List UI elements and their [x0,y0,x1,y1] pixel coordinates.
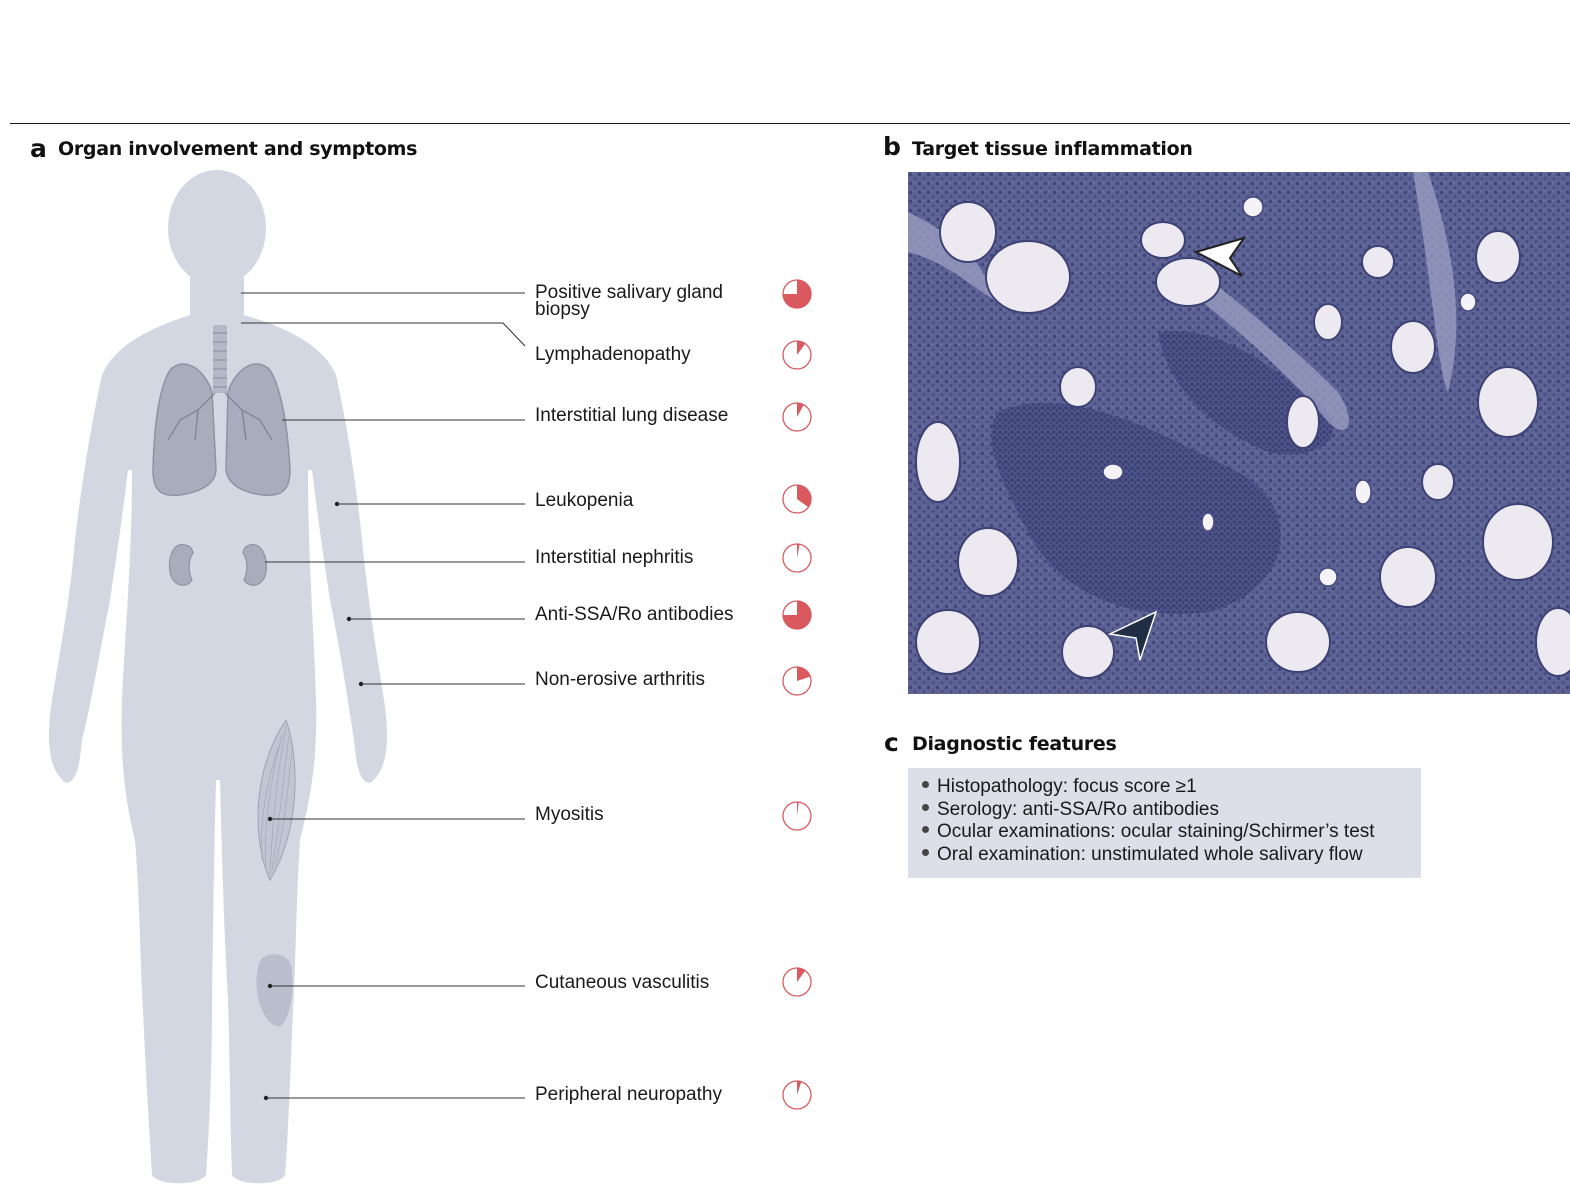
bronchi-illustration [167,392,273,441]
top-rule [10,123,1570,124]
panel-a-letter: a [30,134,47,163]
histology-micrograph [908,172,1570,694]
pie-wedge [797,485,812,508]
label-non-erosive-arthritis: Non-erosive arthritis [535,669,705,690]
pie-peripheral-neuropathy [782,1080,812,1110]
panel-b-letter: b [883,132,901,161]
label-lymphadenopathy: Lymphadenopathy [535,344,691,365]
label-interstitial-lung-disease: Interstitial lung disease [535,405,729,426]
pie-wedge [783,601,811,629]
bullet-icon [922,849,929,857]
pie-wedge [797,403,804,417]
pie-positive-salivary-gland-biopsy [782,279,812,309]
diagnostic-item: Ocular examinations: ocular staining/Sch… [922,821,1375,843]
diagnostic-features-box: Histopathology: focus score ≥1 Serology:… [908,768,1421,878]
panel-a-title: Organ involvement and symptoms [58,138,418,160]
diagnostic-item: Serology: anti-SSA/Ro antibodies [922,799,1219,821]
arrowhead-white-icon [1193,236,1247,277]
lungs-illustration [152,363,291,497]
trachea-illustration [213,325,227,393]
pie-cutaneous-vasculitis [782,967,812,997]
panel-b-title: Target tissue inflammation [912,138,1193,160]
panel-c-letter: c [884,728,899,757]
diagnostic-item: Oral examination: unstimulated whole sal… [922,844,1363,866]
diagnostic-item: Histopathology: focus score ≥1 [922,776,1197,798]
pie-leukopenia [782,484,812,514]
pie-wedge [797,667,811,681]
leader-lines [241,292,526,1099]
pie-interstitial-nephritis [782,543,812,573]
label-positive-salivary-gland-biopsy: Positive salivary gland biopsy [535,282,723,320]
label-peripheral-neuropathy: Peripheral neuropathy [535,1084,722,1105]
pie-interstitial-lung-disease [782,402,812,432]
bullet-icon [922,781,929,789]
arrowhead-dark-icon [1107,610,1158,661]
pie-myositis [782,801,812,831]
pie-wedge [783,280,811,308]
label-anti-ssa-ro-antibodies: Anti-SSA/Ro antibodies [535,604,734,625]
label-interstitial-nephritis: Interstitial nephritis [535,547,694,568]
pie-anti-ssa-ro-antibodies [782,600,812,630]
pie-wedge [797,1081,802,1095]
bullet-icon [922,826,929,834]
thigh-muscle-illustration [257,718,296,882]
leader-dots [263,501,364,1101]
kidneys-illustration [168,544,268,586]
pie-wedge [797,802,799,816]
human-body-illustration [48,170,526,1184]
label-cutaneous-vasculitis: Cutaneous vasculitis [535,972,710,993]
pie-wedge [797,544,800,558]
label-myositis: Myositis [535,804,604,825]
pie-non-erosive-arthritis [782,666,812,696]
panel-c-title: Diagnostic features [912,733,1117,755]
body-silhouette [48,170,388,1184]
label-leukopenia: Leukopenia [535,490,634,511]
skin-lesion-illustration [256,954,293,1027]
pie-wedge [797,968,806,982]
bullet-icon [922,804,929,812]
pie-lymphadenopathy [782,340,812,370]
pie-wedge [797,341,806,355]
